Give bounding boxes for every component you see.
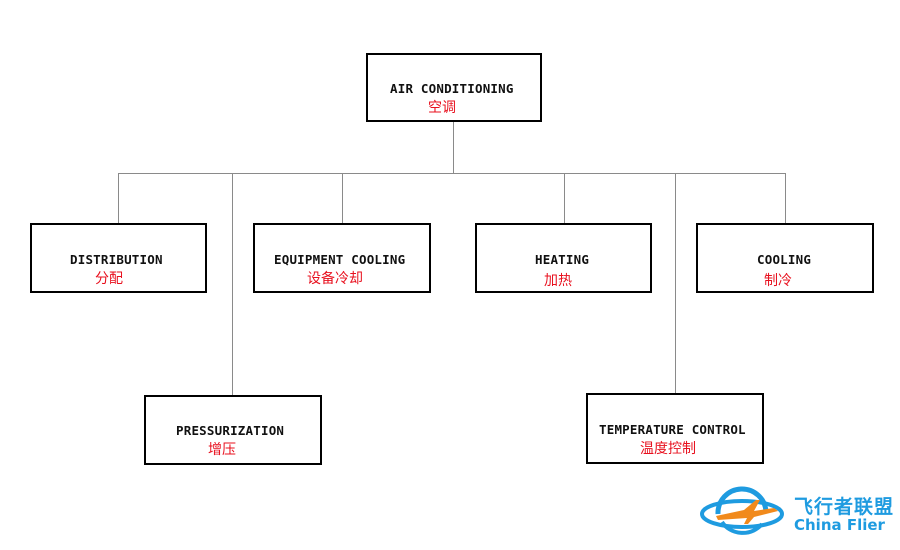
node-air-conditioning: AIR CONDITIONING 空调	[366, 53, 542, 122]
node-label-zh: 空调	[428, 100, 456, 116]
node-label-zh: 设备冷却	[307, 271, 363, 287]
node-label-en: HEATING	[535, 252, 590, 267]
node-equipment-cooling: EQUIPMENT COOLING 设备冷却	[253, 223, 431, 293]
node-label-zh: 分配	[95, 271, 123, 287]
node-label-en: AIR CONDITIONING	[390, 81, 514, 96]
node-distribution: DISTRIBUTION 分配	[30, 223, 207, 293]
node-heating: HEATING 加热	[475, 223, 652, 293]
node-label-en: TEMPERATURE CONTROL	[599, 422, 746, 437]
node-label-en: COOLING	[757, 252, 812, 267]
globe-plane-icon	[700, 486, 784, 535]
node-cooling: COOLING 制冷	[696, 223, 874, 293]
watermark-logo: 飞行者联盟 China Flier	[698, 478, 898, 544]
node-label-zh: 加热	[544, 273, 572, 289]
node-label-en: PRESSURIZATION	[176, 423, 285, 438]
watermark-text-zh: 飞行者联盟	[794, 496, 895, 518]
node-label-zh: 增压	[208, 442, 236, 458]
node-label-zh: 温度控制	[640, 441, 696, 457]
watermark-text-en: China Flier	[794, 516, 885, 534]
node-label-zh: 制冷	[764, 273, 792, 289]
node-temperature-control: TEMPERATURE CONTROL 温度控制	[586, 393, 764, 464]
node-pressurization: PRESSURIZATION 增压	[144, 395, 322, 465]
node-label-en: DISTRIBUTION	[70, 252, 163, 267]
node-label-en: EQUIPMENT COOLING	[274, 252, 406, 267]
